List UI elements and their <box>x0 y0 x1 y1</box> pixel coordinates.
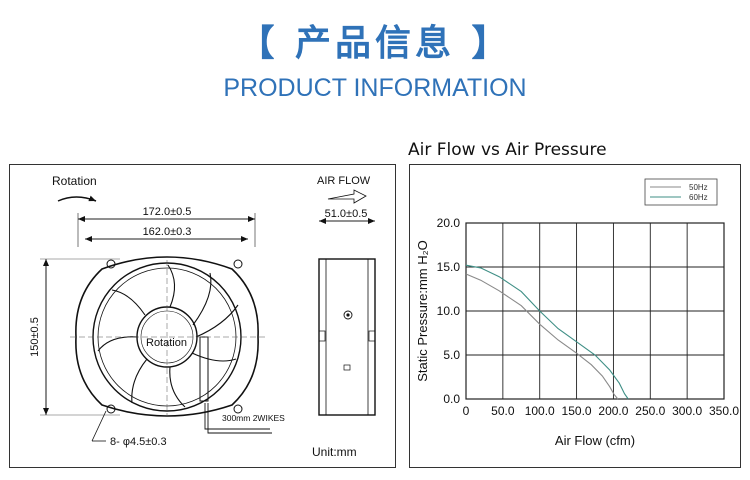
legend-label-50Hz: 50Hz <box>689 183 708 192</box>
inner-width-dim-label: 162.0±0.3 <box>143 226 192 238</box>
page-title-cn: 【 产品信息 】 <box>238 23 512 64</box>
y-tick-label: 15.0 <box>437 260 461 274</box>
series-line-60Hz <box>465 264 629 400</box>
y-tick-label: 20.0 <box>437 216 461 230</box>
legend-box <box>644 178 718 206</box>
chart-title: Air Flow vs Air Pressure <box>408 140 607 160</box>
height-dim-label: 150±0.5 <box>29 317 41 357</box>
x-tick-label: 350.0 <box>709 404 739 418</box>
holes-leader-line <box>91 410 107 442</box>
fan-drawing: Rotation 172.0±0.5 162.0±0.3 150±0.5 <box>29 174 376 459</box>
page-title-en: PRODUCT INFORMATION <box>223 74 527 102</box>
chart-panel: 0 50.0 100.0 150.0 200.0 250.0 300.0 350.0 0.0 5.… <box>409 164 741 468</box>
x-tick-label: 300.0 <box>672 404 702 418</box>
outer-width-dim-label: 172.0±0.5 <box>143 206 192 218</box>
y-axis-label: Static Pressure:mm H₂O <box>415 240 430 382</box>
y-tick-label: 5.0 <box>443 348 460 362</box>
x-tick-label: 150.0 <box>562 404 592 418</box>
fan-side-view <box>318 258 376 416</box>
x-tick-label: 100.0 <box>525 404 555 418</box>
dimension-drawing-panel: Rotation 172.0±0.5 162.0±0.3 150±0.5 <box>9 164 396 468</box>
y-tick-label: 10.0 <box>437 304 461 318</box>
holes-dim-label: 8- φ4.5±0.3 <box>110 436 167 448</box>
airflow-arrow-icon <box>327 189 367 204</box>
unit-label: Unit:mm <box>312 445 357 459</box>
rotation-inner-label: Rotation <box>146 337 187 349</box>
y-tick-label: 0.0 <box>443 392 460 406</box>
fan-front-view <box>70 256 265 417</box>
lead-wires <box>204 403 272 434</box>
rotation-arrow-icon <box>57 195 97 202</box>
series-line-50Hz <box>465 273 619 400</box>
airflow-pressure-chart: 0 50.0 100.0 150.0 200.0 250.0 300.0 350.0 0.0 5.… <box>415 178 739 448</box>
rotation-label: Rotation <box>52 174 97 188</box>
depth-dim-label: 51.0±0.5 <box>325 208 368 220</box>
x-tick-label: 200.0 <box>598 404 628 418</box>
x-tick-label: 50.0 <box>491 404 515 418</box>
airflow-label: AIR FLOW <box>317 175 371 187</box>
legend-label-60Hz: 60Hz <box>689 193 708 202</box>
x-tick-label: 0 <box>463 404 470 418</box>
wire-label: 300mm 2WIKES <box>222 413 285 423</box>
x-axis-label: Air Flow (cfm) <box>555 433 635 448</box>
x-tick-label: 250.0 <box>635 404 665 418</box>
